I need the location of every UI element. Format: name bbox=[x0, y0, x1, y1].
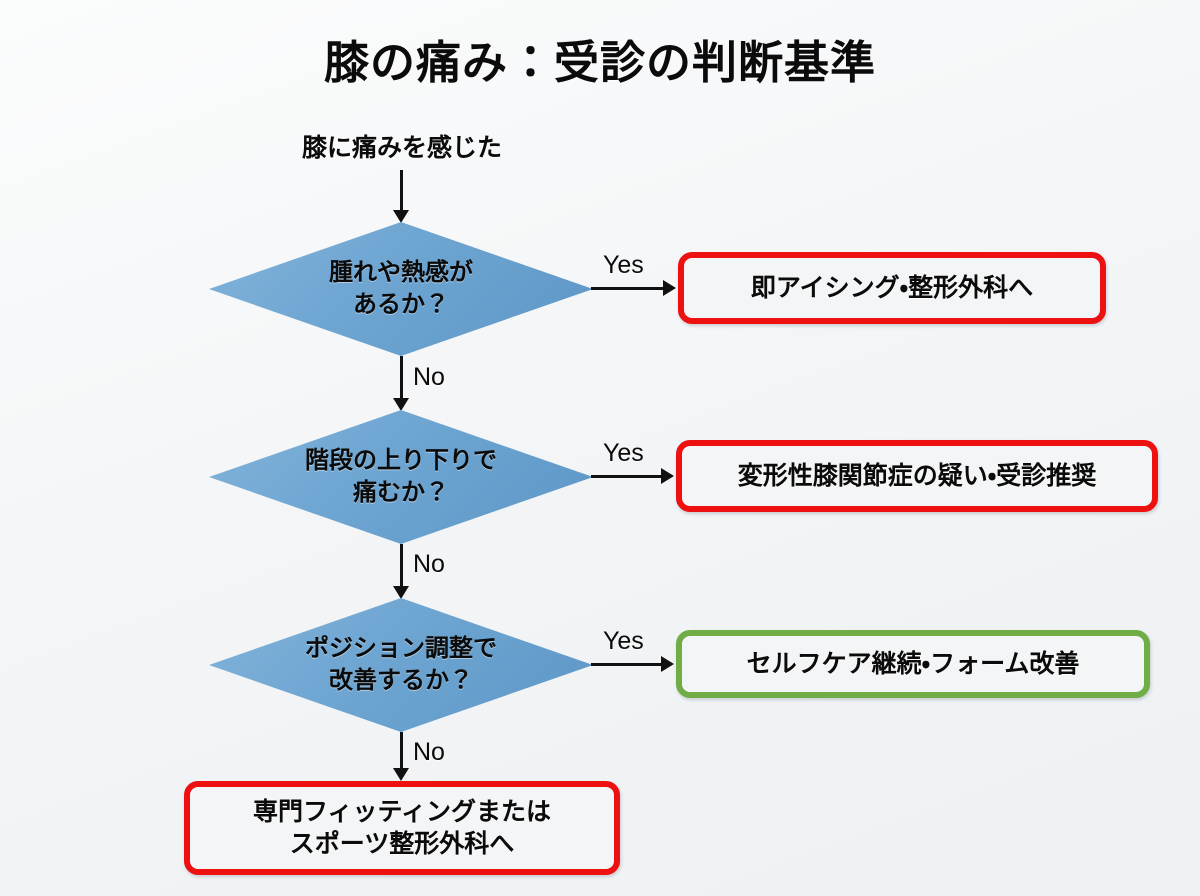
decision-label-line1: 階段の上り下りで bbox=[305, 447, 497, 475]
edge-label-decision2-yes: Yes bbox=[603, 439, 644, 467]
arrowhead-decision2-no bbox=[393, 586, 409, 599]
decision-label-line2: 改善するか？ bbox=[329, 667, 473, 694]
arrowhead-decision3-no bbox=[393, 768, 409, 781]
edge-label-decision1-no: No bbox=[413, 363, 445, 391]
decision-label-line1: ポジション調整で bbox=[305, 635, 497, 663]
outcome-node-knee-osteoarthritis[interactable]: 変形性膝関節症の疑い・受診推奨 bbox=[676, 440, 1158, 512]
arrowhead-decision3-yes bbox=[661, 656, 674, 672]
decision-label-line2: あるか？ bbox=[353, 291, 449, 318]
outcome-label-line1: 専門フィッティングまたは bbox=[252, 798, 551, 826]
decision-label: 階段の上り下りで 痛むか？ bbox=[209, 410, 593, 544]
arrowhead-decision1-yes bbox=[663, 280, 676, 296]
decision-node-stairs-pain[interactable]: 階段の上り下りで 痛むか？ bbox=[209, 410, 593, 544]
connector-decision3-no bbox=[400, 732, 403, 772]
edge-label-decision3-yes: Yes bbox=[603, 627, 644, 655]
arrowhead-decision2-yes bbox=[661, 468, 674, 484]
outcome-node-selfcare-form[interactable]: セルフケア継続・フォーム改善 bbox=[676, 630, 1150, 698]
edge-label-decision3-no: No bbox=[413, 738, 445, 766]
page-title: 膝の痛み：受診の判断基準 bbox=[323, 37, 876, 88]
start-node-label: 膝に痛みを感じた bbox=[301, 134, 502, 162]
decision-node-position-adjust[interactable]: ポジション調整で 改善するか？ bbox=[209, 598, 593, 732]
connector-decision1-yes bbox=[591, 287, 665, 290]
outcome-label-line1: セルフケア継続・フォーム改善 bbox=[746, 650, 1080, 678]
outcome-label-line2: スポーツ整形外科へ bbox=[289, 830, 515, 858]
arrowhead-decision1-no bbox=[393, 398, 409, 411]
decision-label-line2: 痛むか？ bbox=[353, 479, 449, 506]
edge-label-decision2-no: No bbox=[413, 550, 445, 578]
connector-decision2-yes bbox=[591, 475, 663, 478]
outcome-node-fitting-sports-orthopedics[interactable]: 専門フィッティングまたは スポーツ整形外科へ bbox=[184, 781, 620, 875]
connector-decision3-yes bbox=[591, 663, 663, 666]
outcome-label-line1: 即アイシング・整形外科へ bbox=[750, 274, 1034, 302]
connector-decision2-no bbox=[400, 544, 403, 588]
decision-label-line1: 腫れや熱感が bbox=[329, 259, 473, 287]
connector-start-to-decision1 bbox=[400, 170, 403, 212]
edge-label-decision1-yes: Yes bbox=[603, 251, 644, 279]
outcome-label-line1: 変形性膝関節症の疑い・受診推奨 bbox=[737, 462, 1097, 490]
decision-label: 腫れや熱感が あるか？ bbox=[209, 222, 593, 356]
decision-label: ポジション調整で 改善するか？ bbox=[209, 598, 593, 732]
outcome-node-icing-orthopedics[interactable]: 即アイシング・整形外科へ bbox=[678, 252, 1106, 324]
decision-node-swelling-heat[interactable]: 腫れや熱感が あるか？ bbox=[209, 222, 593, 356]
connector-decision1-no bbox=[400, 356, 403, 400]
arrowhead-start-to-decision1 bbox=[393, 210, 409, 223]
